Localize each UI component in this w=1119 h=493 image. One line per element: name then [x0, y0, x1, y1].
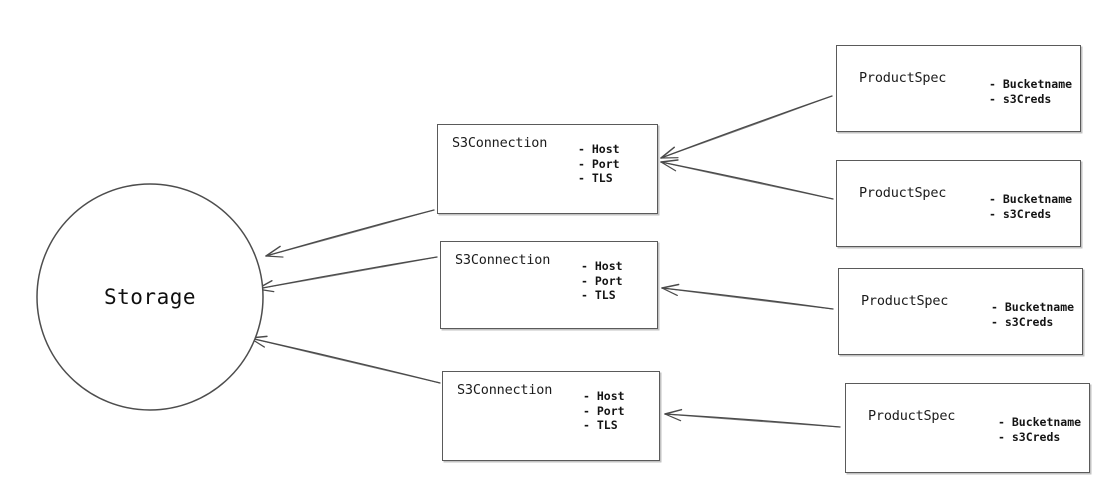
storage-node-label: Storage: [103, 285, 197, 309]
edge-spec-4-to-s3conn-3: [664, 408, 841, 428]
product-spec-node-title: ProductSpec: [861, 293, 949, 309]
attribute-item: - Host: [578, 142, 620, 156]
edge-spec-1-to-s3conn-1: [660, 95, 833, 159]
attribute-item: - TLS: [583, 418, 618, 432]
product-spec-node-4[interactable]: ProductSpec - Bucketname- s3Creds: [845, 383, 1090, 473]
product-spec-node-3[interactable]: ProductSpec - Bucketname- s3Creds: [838, 268, 1083, 355]
product-spec-node-attributes: - Bucketname- s3Creds: [989, 77, 1072, 106]
edge-s3conn-3-to-storage: [249, 335, 441, 384]
edge-spec-3-to-s3conn-2: [661, 283, 834, 310]
attribute-item: - s3Creds: [989, 206, 1052, 221]
attribute-item: - s3Creds: [989, 91, 1052, 106]
attribute-item: - Bucketname: [991, 300, 1075, 314]
product-spec-node-title: ProductSpec: [859, 70, 947, 86]
product-spec-node-2[interactable]: ProductSpec - Bucketname- s3Creds: [836, 160, 1081, 247]
s3-connection-node-3[interactable]: S3Connection - Host- Port- TLS: [442, 371, 660, 461]
attribute-item: - Port: [581, 273, 623, 288]
product-spec-node-title: ProductSpec: [868, 408, 956, 424]
product-spec-node-attributes: - Bucketname- s3Creds: [989, 192, 1072, 221]
attribute-item: - s3Creds: [991, 314, 1054, 329]
s3-connection-node-attributes: - Host- Port- TLS: [581, 259, 623, 303]
attribute-item: - Port: [578, 156, 620, 171]
edge-spec-2-to-s3conn-1: [660, 159, 834, 200]
attribute-item: - Host: [581, 259, 623, 273]
attribute-item: - Bucketname: [989, 192, 1073, 206]
product-spec-node-1[interactable]: ProductSpec - Bucketname- s3Creds: [836, 45, 1081, 132]
attribute-item: - s3Creds: [998, 429, 1061, 444]
product-spec-node-attributes: - Bucketname- s3Creds: [991, 300, 1074, 329]
edge-s3conn-2-to-storage: [256, 256, 438, 293]
s3-connection-node-title: S3Connection: [452, 135, 548, 151]
s3-connection-node-2[interactable]: S3Connection - Host- Port- TLS: [440, 241, 658, 329]
s3-connection-node-title: S3Connection: [457, 382, 553, 398]
attribute-item: - Port: [583, 403, 625, 418]
s3-connection-node-title: S3Connection: [455, 252, 551, 268]
s3-connection-node-1[interactable]: S3Connection - Host- Port- TLS: [437, 124, 658, 214]
attribute-item: - Bucketname: [998, 415, 1082, 429]
attribute-item: - Bucketname: [989, 77, 1073, 91]
s3-connection-node-attributes: - Host- Port- TLS: [583, 389, 625, 433]
attribute-item: - TLS: [578, 171, 613, 185]
product-spec-node-title: ProductSpec: [859, 185, 947, 201]
s3-connection-node-attributes: - Host- Port- TLS: [578, 142, 620, 186]
product-spec-node-attributes: - Bucketname- s3Creds: [998, 415, 1081, 444]
attribute-item: - Host: [583, 389, 625, 403]
attribute-item: - TLS: [581, 288, 616, 302]
edge-s3conn-1-to-storage: [265, 209, 435, 258]
